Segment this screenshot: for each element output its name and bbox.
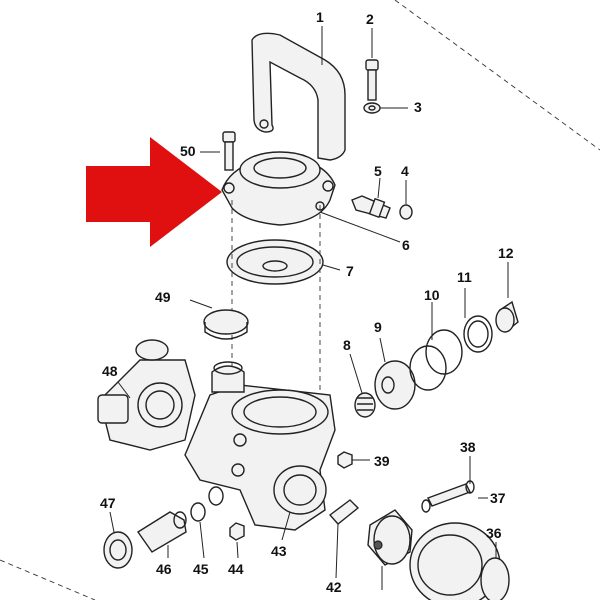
callout-9: 9 bbox=[374, 319, 382, 335]
red-pointer-arrow bbox=[86, 137, 222, 247]
callout-10: 10 bbox=[424, 287, 440, 303]
part-12-sleeve[interactable] bbox=[495, 300, 519, 333]
callout-11: 11 bbox=[457, 269, 472, 285]
part-44-nut[interactable] bbox=[229, 522, 245, 541]
pump-body[interactable] bbox=[184, 361, 336, 531]
part-48-housing[interactable] bbox=[97, 339, 196, 451]
part-11-seal[interactable] bbox=[463, 315, 493, 353]
frame-line-bottom-left bbox=[0, 559, 96, 600]
part-42-cylinder[interactable] bbox=[328, 499, 413, 566]
callout-2: 2 bbox=[366, 11, 374, 27]
part-5-fitting[interactable] bbox=[351, 195, 391, 219]
part-1-handle[interactable] bbox=[251, 32, 346, 161]
callout-7: 7 bbox=[346, 263, 354, 279]
callout-36: 36 bbox=[486, 525, 502, 541]
part-45-o-ring[interactable] bbox=[190, 502, 206, 522]
part-45-o-ring-inner bbox=[208, 486, 224, 506]
callout-46: 46 bbox=[156, 561, 172, 577]
part-36-cover-plate[interactable] bbox=[409, 522, 510, 600]
callout-49: 49 bbox=[155, 289, 171, 305]
callout-5: 5 bbox=[374, 163, 382, 179]
callout-47: 47 bbox=[100, 495, 116, 511]
callout-12: 12 bbox=[498, 245, 514, 261]
callout-45: 45 bbox=[193, 561, 209, 577]
callout-38: 38 bbox=[460, 439, 476, 455]
callout-44: 44 bbox=[228, 561, 244, 577]
callout-6: 6 bbox=[402, 237, 410, 253]
part-50-bolt[interactable] bbox=[222, 131, 236, 171]
part-38-ring-b[interactable] bbox=[421, 499, 431, 513]
frame-line-top-right bbox=[394, 0, 600, 151]
part-8-spring[interactable] bbox=[354, 392, 376, 418]
callout-39: 39 bbox=[374, 453, 390, 469]
callout-43: 43 bbox=[271, 543, 287, 559]
part-37-pin[interactable] bbox=[427, 483, 471, 507]
part-3-washer[interactable] bbox=[363, 102, 381, 114]
callout-3: 3 bbox=[414, 99, 422, 115]
leader-lines bbox=[109, 26, 509, 590]
callout-1: 1 bbox=[316, 9, 324, 25]
part-6-cover[interactable] bbox=[221, 151, 336, 226]
part-49-cap[interactable] bbox=[203, 309, 249, 340]
part-10-o-rings[interactable] bbox=[409, 329, 463, 391]
callout-4: 4 bbox=[401, 163, 409, 179]
part-9-piston[interactable] bbox=[374, 360, 416, 410]
part-7-diaphragm[interactable] bbox=[226, 239, 324, 285]
callout-37: 37 bbox=[490, 490, 506, 506]
callout-42: 42 bbox=[326, 579, 342, 595]
callout-50: 50 bbox=[180, 143, 196, 159]
part-46-hose-barb[interactable] bbox=[137, 511, 187, 553]
part-4-nut[interactable] bbox=[399, 204, 413, 220]
callout-8: 8 bbox=[343, 337, 351, 353]
part-47-nut[interactable] bbox=[103, 531, 133, 569]
part-2-bolt[interactable] bbox=[365, 59, 379, 101]
part-39-nut[interactable] bbox=[337, 451, 353, 469]
callout-48: 48 bbox=[102, 363, 118, 379]
